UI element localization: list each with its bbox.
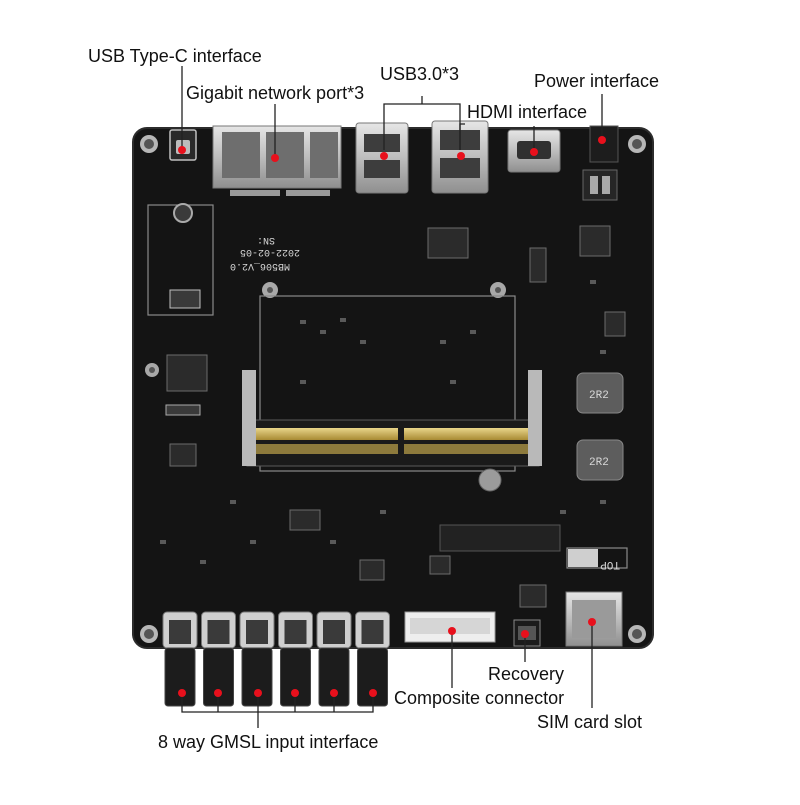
gmsl-connector [278, 611, 313, 707]
inductors [576, 372, 624, 481]
pcb-board [132, 127, 654, 649]
gmsl-connector [162, 611, 198, 707]
audio-jack [173, 203, 193, 223]
gmsl-connector [316, 611, 352, 707]
leader-lines [181, 66, 603, 728]
label-usb-c: USB Type-C interface [88, 46, 262, 66]
label-gmsl: 8 way GMSL input interface [158, 732, 379, 752]
silk-board-sn: SN: [257, 234, 275, 245]
label-gigabit: Gigabit network port*3 [186, 83, 365, 103]
usb-c-connector [169, 129, 197, 161]
power-connector [582, 125, 619, 201]
capacitor [478, 468, 502, 492]
gmsl-connector [201, 611, 236, 707]
silk-inductor-1: 2R2 [589, 390, 609, 402]
label-composite: Composite connector [394, 688, 565, 708]
silk-top: TOP [600, 558, 620, 570]
components [165, 225, 626, 608]
gmsl-connectors [162, 611, 390, 707]
silk-inductor-2: 2R2 [589, 457, 609, 469]
label-power: Power interface [534, 71, 660, 91]
callout-markers [178, 136, 606, 697]
gmsl-connector [355, 611, 390, 707]
sodimm-slot [242, 370, 542, 467]
silk-board-date: 2022-02-05 [240, 246, 300, 257]
silk-board-name: MB506_V2.0 [230, 260, 290, 271]
smd-components [160, 280, 606, 564]
silkscreen-outlines [147, 204, 628, 569]
composite-connector [404, 611, 496, 643]
gmsl-connector [239, 611, 275, 707]
top-label-pad [568, 549, 598, 567]
label-recovery: Recovery [488, 664, 565, 684]
label-hdmi: HDMI interface [467, 102, 588, 122]
label-sim: SIM card slot [537, 712, 643, 732]
label-usb3: USB3.0*3 [380, 64, 460, 84]
